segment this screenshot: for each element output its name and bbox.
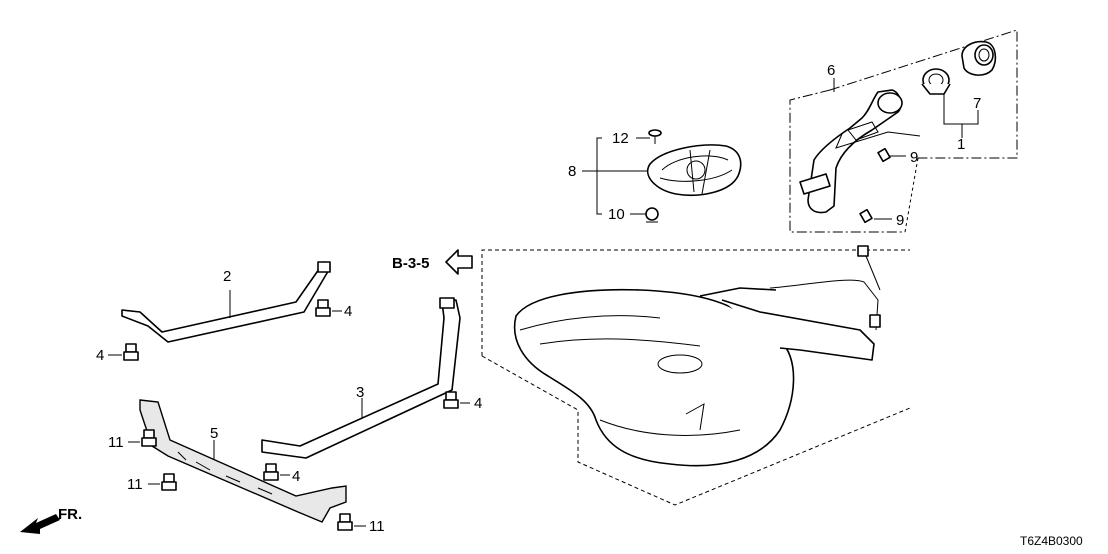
filler-pipe-group	[789, 29, 1018, 233]
strap-3	[261, 297, 461, 459]
callout-3: 3	[356, 384, 364, 401]
callout-4-b: 4	[96, 347, 104, 364]
callout-4-c: 4	[474, 395, 482, 412]
clip-10	[645, 207, 659, 223]
front-arrow-icon	[20, 514, 60, 534]
bolt-11-a	[128, 429, 157, 447]
bolt-9-upper	[877, 147, 906, 163]
access-cover	[647, 144, 742, 196]
bolt-11-c	[337, 513, 366, 531]
bolt-4-a	[315, 299, 342, 317]
strap-2	[121, 261, 331, 343]
callout-11-c: 11	[369, 518, 385, 535]
callout-11-b: 11	[127, 476, 143, 493]
callout-5: 5	[210, 425, 218, 442]
screw-12	[648, 129, 662, 144]
callout-8: 8	[568, 163, 576, 180]
callout-4-a: 4	[344, 303, 352, 320]
front-indicator: FR.	[20, 506, 82, 534]
bolt-4-d	[263, 463, 290, 481]
bolt-4-c	[443, 391, 470, 409]
callout-10: 10	[608, 206, 625, 223]
filler-cap	[961, 40, 997, 76]
filler-cap-seal	[921, 68, 951, 95]
callout-9-a: 9	[910, 149, 918, 166]
fuel-tank	[513, 245, 881, 467]
section-ref-arrow-icon	[445, 249, 473, 275]
bolt-11-b	[148, 473, 177, 491]
callout-7: 7	[973, 95, 981, 112]
fuel-tank-group	[481, 245, 911, 506]
brace-5	[139, 399, 347, 523]
callout-2: 2	[223, 268, 231, 285]
callout-11-a: 11	[108, 434, 124, 451]
access-cover-group	[582, 129, 742, 223]
callout-6: 6	[827, 62, 835, 79]
callout-9-b: 9	[896, 212, 904, 229]
section-reference[interactable]: B-3-5	[392, 249, 473, 275]
section-ref-label: B-3-5	[392, 255, 430, 272]
callout-12: 12	[612, 130, 629, 147]
callout-1: 1	[957, 136, 965, 153]
front-label: FR.	[58, 506, 82, 523]
bolt-9-lower	[859, 208, 892, 224]
bolt-4-b	[108, 343, 139, 361]
diagram-code: T6Z4B0300	[1020, 534, 1083, 548]
callout-4-d: 4	[292, 468, 300, 485]
